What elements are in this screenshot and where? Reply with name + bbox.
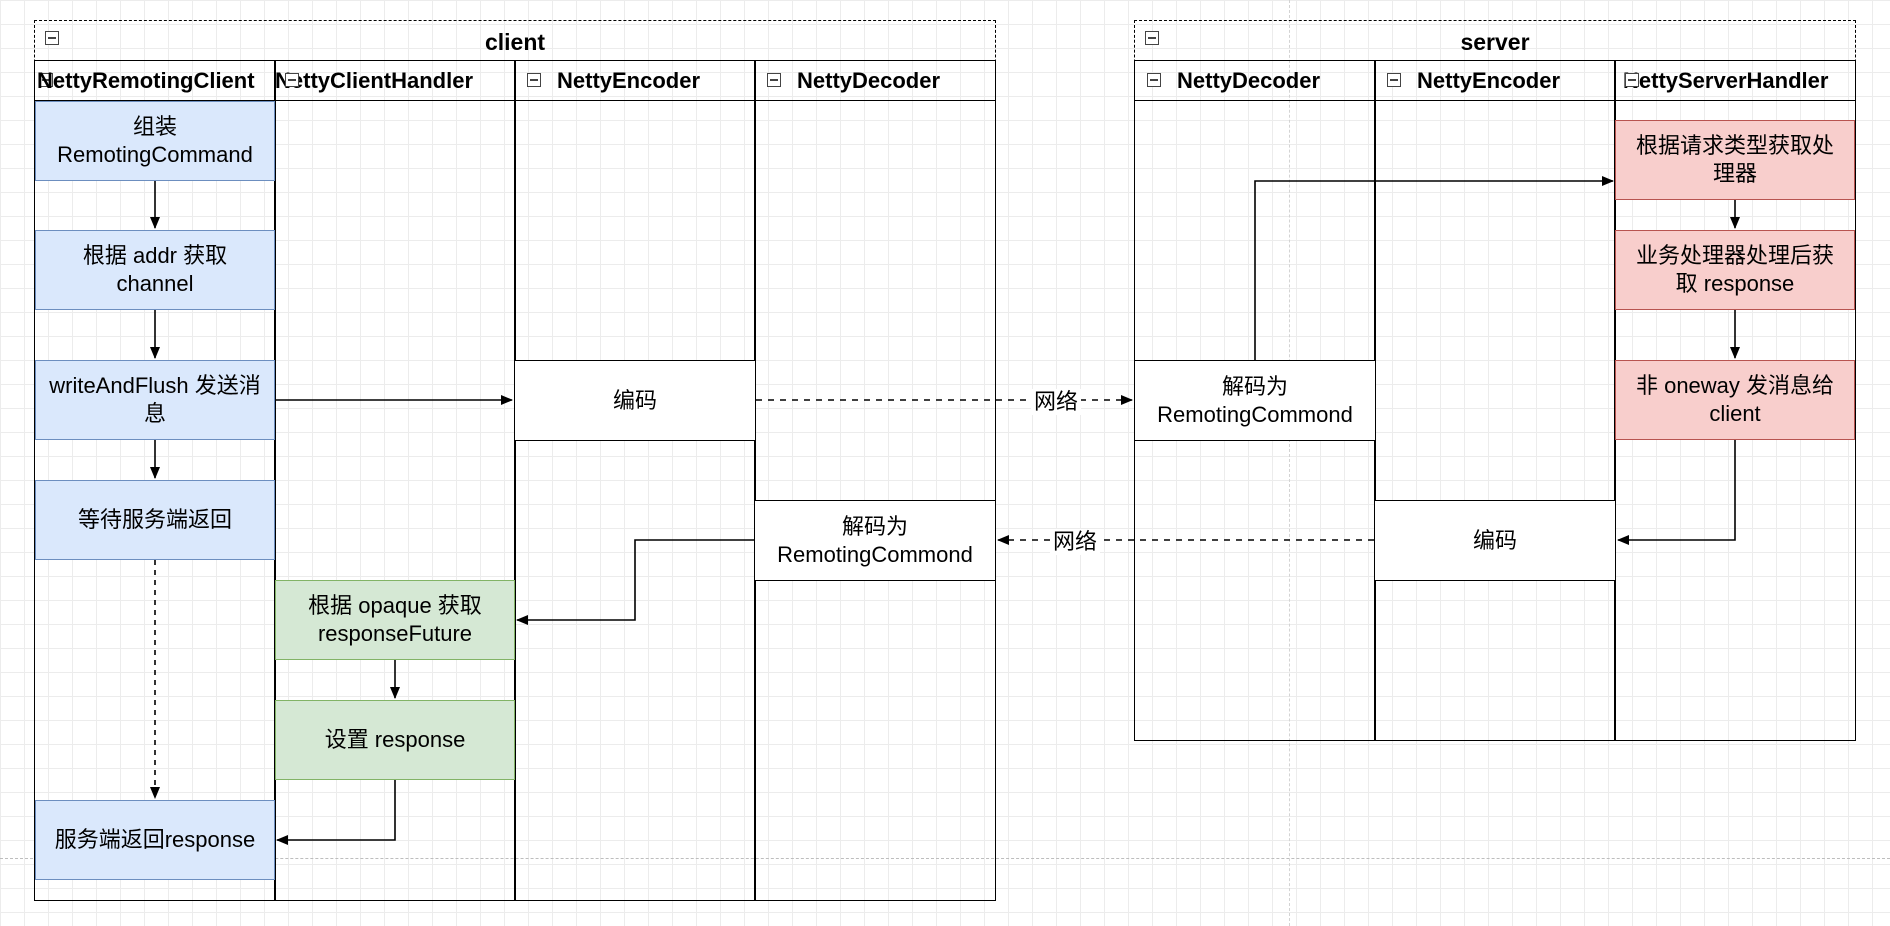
- lane-collapse-icon[interactable]: [767, 73, 781, 87]
- client-encode-node[interactable]: 编码: [514, 360, 756, 441]
- client-collapse-icon[interactable]: [45, 31, 59, 45]
- lane-title: NettyEncoder: [557, 68, 701, 93]
- client-pool-title: client: [484, 29, 546, 55]
- lane-title: NettyClientHandler: [275, 68, 474, 93]
- lane-collapse-icon[interactable]: [527, 73, 541, 87]
- node-label: 编码: [612, 387, 657, 413]
- lane-collapse-icon[interactable]: [39, 73, 53, 87]
- lane-netty-remoting-client[interactable]: NettyRemotingClient: [34, 60, 276, 901]
- node-label: writeAndFlush 发送消息: [49, 373, 261, 426]
- lane-header: NettyEncoder: [515, 61, 755, 101]
- lane-collapse-icon[interactable]: [1147, 73, 1161, 87]
- lane-header: NettyServerHandler: [1615, 61, 1855, 101]
- lane-netty-client-handler[interactable]: NettyClientHandler: [274, 60, 516, 901]
- node-label: 设置 response: [324, 727, 466, 752]
- write-and-flush-node[interactable]: writeAndFlush 发送消息: [35, 360, 275, 440]
- lane-collapse-icon[interactable]: [1625, 73, 1639, 87]
- server-encode-node[interactable]: 编码: [1374, 500, 1616, 581]
- lane-header: NettyDecoder: [755, 61, 995, 101]
- server-pool-title: server: [1460, 29, 1530, 55]
- lane-title: NettyRemotingClient: [37, 68, 255, 93]
- lane-header: NettyRemotingClient: [35, 61, 275, 101]
- node-label: 等待服务端返回: [77, 507, 232, 532]
- page-guide-vertical: [1289, 0, 1290, 926]
- wait-for-server-node[interactable]: 等待服务端返回: [35, 480, 275, 560]
- server-collapse-icon[interactable]: [1145, 31, 1159, 45]
- node-label: 编码: [1472, 527, 1517, 553]
- set-response-node[interactable]: 设置 response: [275, 700, 515, 780]
- server-return-response-node[interactable]: 服务端返回response: [35, 800, 275, 880]
- node-label: 业务处理器处理后获取 response: [1635, 243, 1834, 296]
- lane-client-netty-decoder[interactable]: NettyDecoder: [754, 60, 996, 901]
- network-label-to-server: 网络: [1031, 389, 1082, 415]
- lane-header: NettyClientHandler: [275, 61, 515, 101]
- lane-title: NettyDecoder: [1177, 68, 1321, 93]
- page-guide-horizontal: [0, 858, 1890, 859]
- lane-title: NettyEncoder: [1417, 68, 1561, 93]
- lane-title: NettyDecoder: [797, 68, 941, 93]
- get-processor-node[interactable]: 根据请求类型获取处理器: [1615, 120, 1855, 200]
- lane-netty-server-handler[interactable]: NettyServerHandler: [1614, 60, 1856, 741]
- node-label: 服务端返回response: [54, 827, 256, 852]
- node-label: 根据请求类型获取处理器: [1635, 133, 1834, 186]
- lane-server-netty-encoder[interactable]: NettyEncoder: [1374, 60, 1616, 741]
- lane-header: NettyDecoder: [1135, 61, 1375, 101]
- lane-client-netty-encoder[interactable]: NettyEncoder: [514, 60, 756, 901]
- lane-title: NettyServerHandler: [1623, 68, 1829, 93]
- lane-collapse-icon[interactable]: [1387, 73, 1401, 87]
- network-label-to-client: 网络: [1050, 529, 1101, 555]
- lane-header: NettyEncoder: [1375, 61, 1615, 101]
- process-business-node[interactable]: 业务处理器处理后获取 response: [1615, 230, 1855, 310]
- lane-collapse-icon[interactable]: [285, 73, 299, 87]
